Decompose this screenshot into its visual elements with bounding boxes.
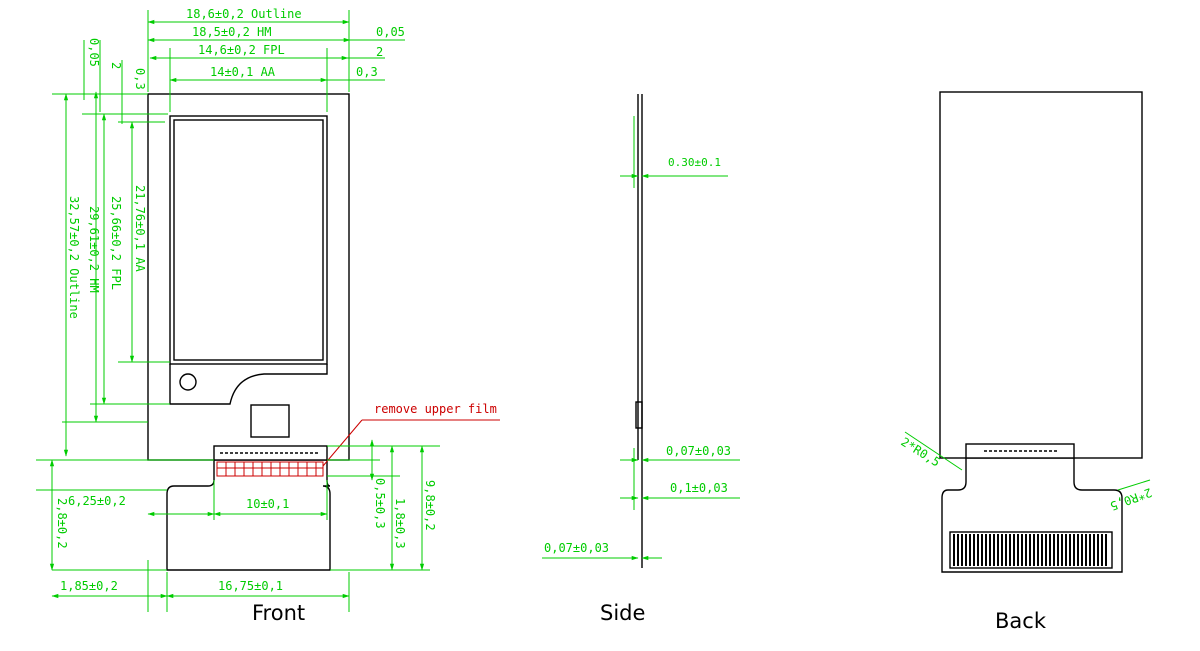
dim-width-aa: 14±0,1 AA (210, 65, 276, 79)
dim-width-fpl: 14,6±0,2 FPL (198, 43, 285, 57)
dim-tail-height: 2,8±0,2 (55, 498, 69, 549)
dim-side-layer2: 0,1±0,03 (670, 481, 728, 495)
front-ic-chip (250, 404, 290, 438)
front-fpc-tail (166, 460, 331, 571)
back-fpc-tail (941, 458, 1123, 573)
dim-fpc-offset: 6,25±0,2 (68, 494, 126, 508)
dim-height-hm: 29,61±0,2 HM (87, 206, 101, 293)
dim-side-thickness: 0.30±0.1 (668, 156, 721, 169)
dim-tail-width: 16,75±0,1 (218, 579, 283, 593)
dim-height-aa: 21,76±0,1 AA (133, 185, 147, 272)
side-view: 0.30±0.1 0,07±0,03 0,1±0,03 0,07±0,03 Si… (542, 94, 740, 625)
caption-side: Side (600, 601, 645, 625)
dim-1-8: 1,8±0,3 (393, 498, 407, 549)
annotation-leader (322, 419, 363, 467)
dim-fpc-contact-width: 10±0,1 (246, 497, 289, 511)
front-view: remove upper film 18,6±0,2 Outline 18,5±… (36, 7, 500, 625)
annotation-remove-film: remove upper film (374, 402, 497, 416)
dim-side-layer1: 0,07±0,03 (666, 444, 731, 458)
dim-9-8: 9,8±0,2 (423, 480, 437, 531)
front-bezel-cutout (169, 364, 328, 405)
caption-back: Back (995, 609, 1047, 633)
front-panel-outline (147, 93, 350, 461)
front-alignment-hole (179, 373, 197, 391)
back-contacts (949, 531, 1113, 569)
dim-side-layer3: 0,07±0,03 (544, 541, 609, 555)
dim-right-offset-hm: 0,05 (376, 25, 405, 39)
front-active-area-inner (173, 119, 324, 361)
dim-height-fpl: 25,66±0,2 FPL (109, 196, 123, 290)
dim-width-hm: 18,5±0,2 HM (192, 25, 271, 39)
dim-left-offset-hm: 0,05 (87, 38, 101, 67)
back-panel-outline (939, 91, 1143, 459)
dim-right-offset-fpl: 2 (376, 45, 383, 59)
dim-tail-edge: 1,85±0,2 (60, 579, 118, 593)
dim-height-outline: 32,57±0,2 Outline (67, 196, 81, 319)
dim-left-offset-aa: 0,3 (133, 68, 147, 90)
back-view: 2*R0,5 2*R0,5 Back (898, 91, 1154, 633)
caption-front: Front (252, 601, 305, 625)
dim-width-outline: 18,6±0,2 Outline (186, 7, 302, 21)
dim-left-offset-fpl: 2 (109, 62, 123, 69)
dim-right-offset-aa: 0,3 (356, 65, 378, 79)
dim-0-5: 0,5±0,3 (373, 478, 387, 529)
front-active-area (169, 115, 328, 365)
front-contact-pads (216, 461, 324, 477)
